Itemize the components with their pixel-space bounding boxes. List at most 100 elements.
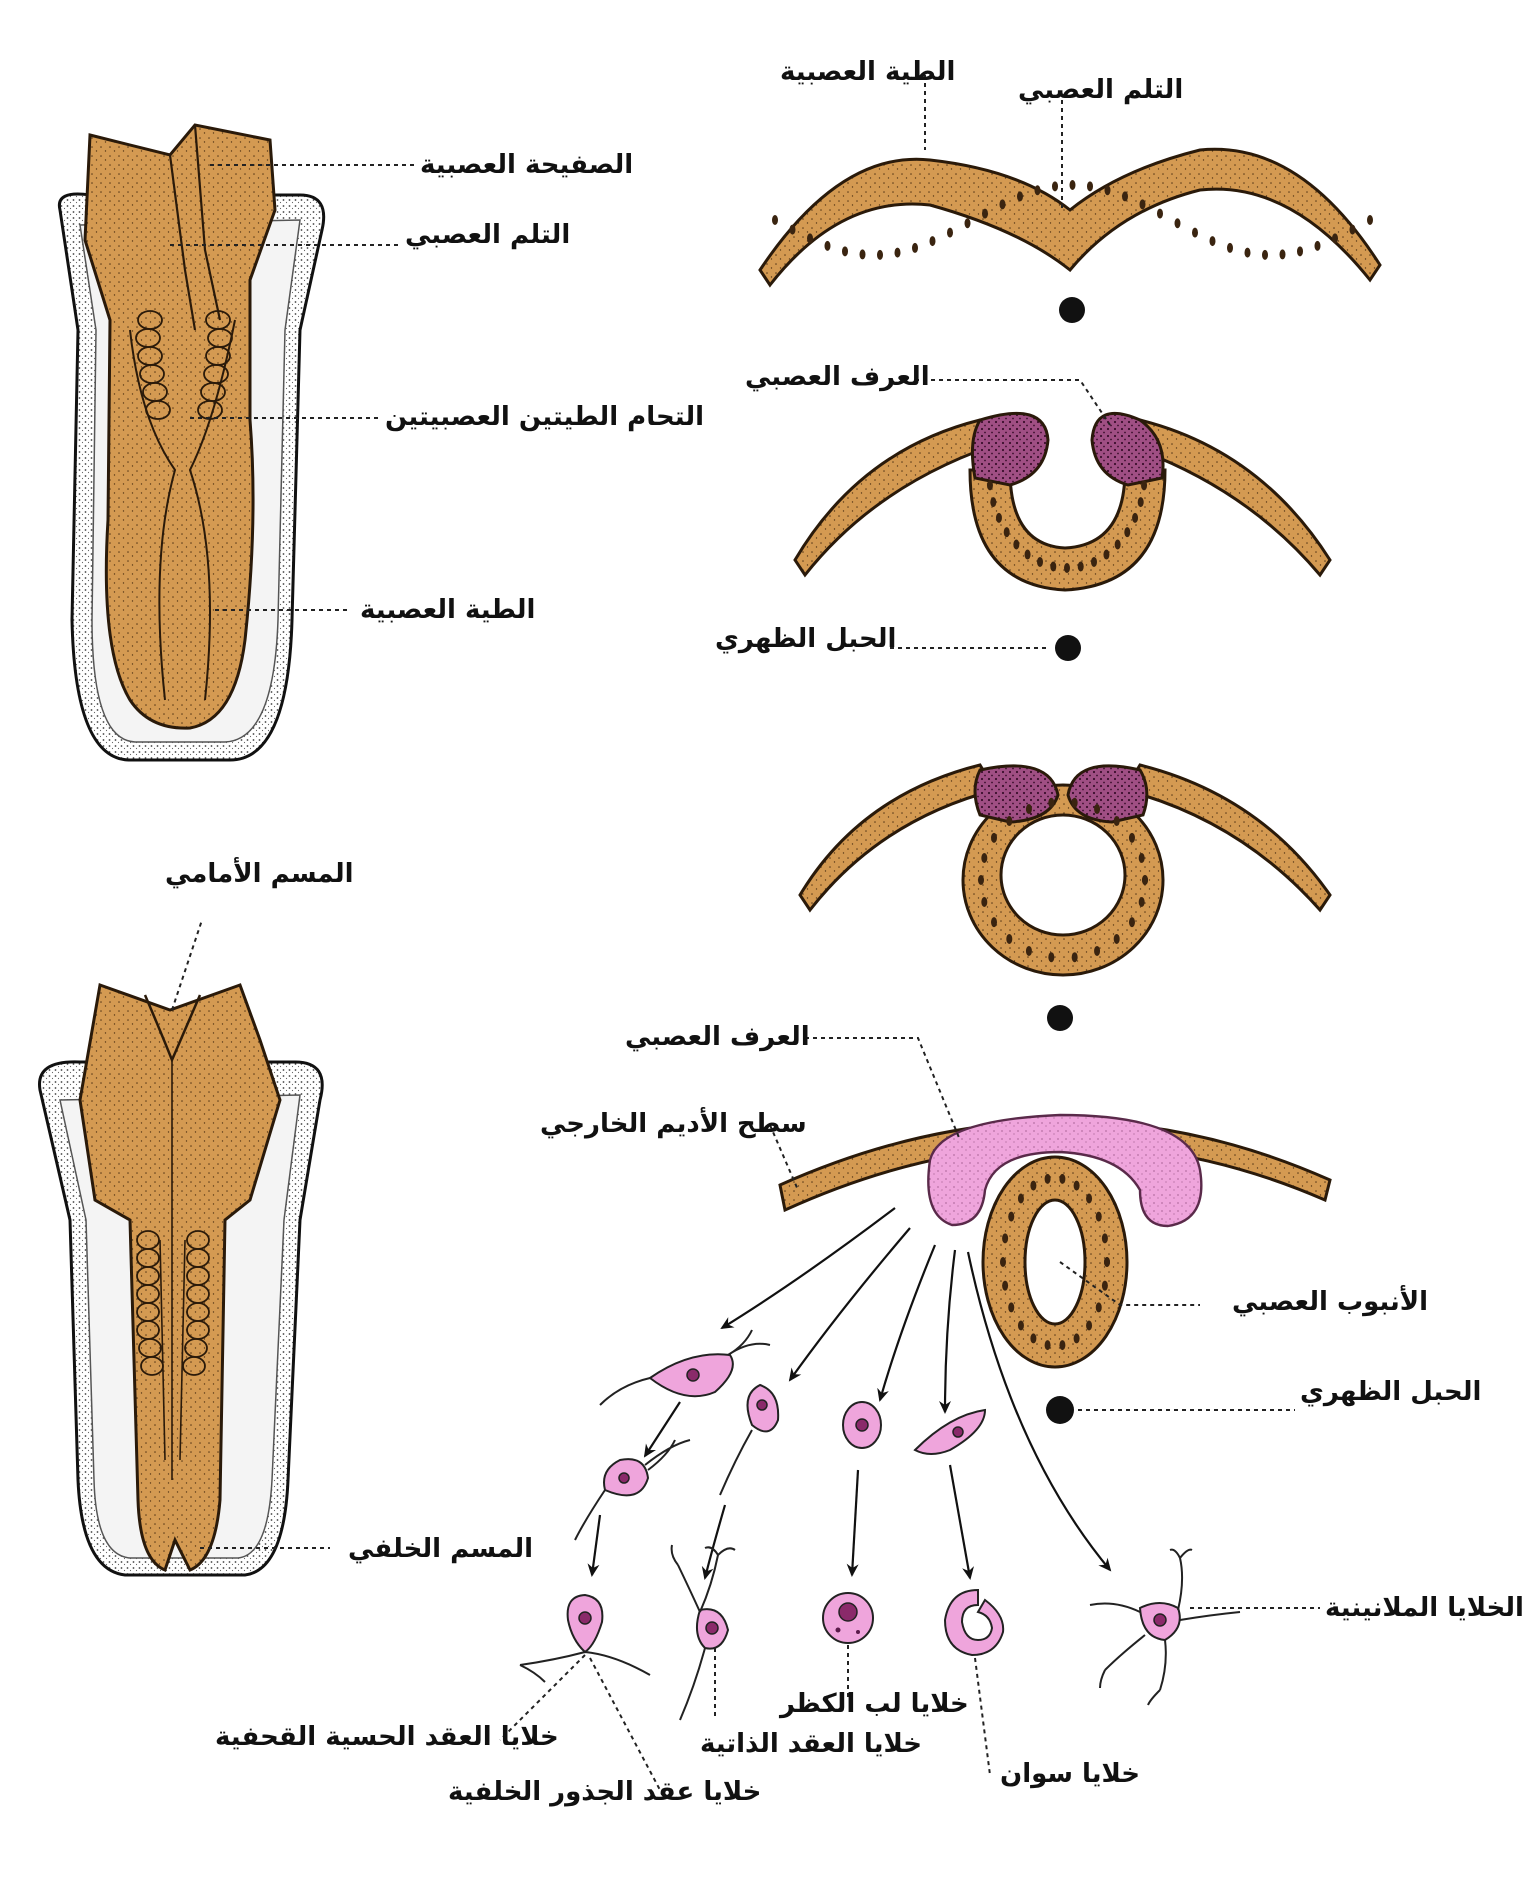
cell-nucleus: [1008, 1211, 1015, 1222]
cell-nucleus: [995, 512, 1002, 523]
cell-nucleus: [1094, 804, 1101, 815]
cell-nucleus: [842, 246, 848, 257]
cell-nucleus: [824, 240, 831, 251]
label-neural-groove-top: التلم العصبي: [1018, 75, 1183, 105]
label-notochord-2: الحبل الظهري: [1300, 1377, 1481, 1407]
cell-nucleus: [1003, 527, 1010, 538]
neural-crest-left-stage2: [970, 411, 1050, 487]
embryo-body-1: [83, 123, 277, 730]
notochord-dot-4: [1046, 1396, 1074, 1424]
cell-nucleus: [1025, 804, 1032, 815]
cell-nucleus: [912, 242, 918, 253]
cell-nucleus: [1077, 561, 1084, 572]
cell-nucleus: [1139, 199, 1146, 210]
cell-nucleus: [1059, 1173, 1066, 1184]
neural-tube-midline: [159, 1060, 186, 1480]
migration-arrows: [587, 1207, 1112, 1580]
cell-nucleus: [1087, 181, 1093, 192]
cell-nucleus: [1297, 246, 1303, 257]
cell-nucleus: [1002, 1233, 1009, 1244]
cell-nucleus: [1002, 1280, 1009, 1291]
cell-nucleus: [1132, 512, 1139, 523]
cell-nucleus: [1048, 797, 1055, 808]
closing-tube-lumen: [999, 813, 1127, 937]
cell-nucleus: [1008, 1302, 1015, 1313]
cell-nucleus: [1017, 1320, 1024, 1331]
cell-nucleus: [1086, 1320, 1093, 1331]
cell-nucleus: [1094, 945, 1101, 956]
migrating-cell-c: [719, 1383, 780, 1496]
cell-nucleus: [964, 218, 971, 229]
section-closing-tube: [798, 763, 1332, 1031]
cell-nucleus: [1073, 1180, 1080, 1191]
cell-nucleus: [991, 917, 998, 928]
migrating-cell-e: [913, 1408, 987, 1455]
cell-nucleus: [1314, 240, 1321, 251]
label-neural-crest-1: العرف العصبي: [745, 362, 930, 392]
migrating-cell-a: [599, 1329, 771, 1406]
cell-nucleus: [1071, 952, 1078, 963]
cell-nucleus: [1157, 208, 1163, 219]
cell-nucleus: [1104, 185, 1111, 196]
label-fusion-of-folds: التحام الطيتين العصبيتين: [385, 402, 704, 432]
cell-nucleus: [1050, 561, 1057, 572]
section-neural-folds: [793, 411, 1332, 661]
cell-nucleus: [1128, 917, 1135, 928]
cell-nucleus: [1086, 1193, 1093, 1204]
cell-nucleus: [1142, 875, 1148, 885]
label-surface-ectoderm: سطح الأديم الخارجي: [540, 1107, 807, 1139]
cell-nucleus: [1025, 945, 1032, 956]
embryo-late-dorsal-view: [38, 982, 324, 1577]
somites-left-2: [136, 1230, 164, 1376]
cell-nucleus: [1013, 539, 1020, 550]
cell-nucleus: [877, 249, 883, 260]
cell-nucleus: [1262, 249, 1268, 260]
cell-nucleus: [1349, 224, 1356, 235]
cell-nucleus: [986, 480, 993, 491]
label-adrenal-medulla: خلايا لب الكظر: [778, 1689, 969, 1719]
cell-nucleus: [1244, 247, 1251, 258]
label-neural-groove-left: التلم العصبي: [405, 220, 570, 250]
cell-nucleus: [1073, 1333, 1080, 1344]
labels: الصفيحة العصبية التلم العصبي التحام الطي…: [165, 57, 1524, 1807]
section-neural-groove: [758, 147, 1382, 323]
cell-nucleus: [1095, 1302, 1102, 1313]
section-neural-tube: [778, 1113, 1332, 1424]
cell-nucleus: [1044, 1340, 1051, 1351]
cell-nucleus: [981, 896, 988, 907]
cell-nucleus: [991, 832, 998, 843]
neural-plate-ridge: [168, 124, 222, 331]
cell-nucleus: [990, 497, 997, 508]
cell-nucleus: [1017, 191, 1023, 202]
neural-tube-lumen: [1023, 1198, 1087, 1326]
somites-right-1: [197, 310, 233, 420]
cell-nucleus: [1124, 527, 1131, 538]
label-dorsal-root-ganglia: خلايا عقد الجذور الخلفية: [448, 1777, 761, 1807]
cell-nucleus: [1122, 191, 1128, 202]
autonomic-ganglion-cell: [670, 1544, 736, 1721]
cell-nucleus: [1048, 952, 1055, 963]
cell-nucleus: [947, 227, 953, 238]
label-notochord-1: الحبل الظهري: [715, 624, 896, 654]
cell-nucleus: [1037, 556, 1044, 567]
label-autonomic-ganglia: خلايا العقد الذاتية: [700, 1729, 922, 1759]
cell-nucleus: [999, 199, 1006, 210]
cell-nucleus: [1030, 1180, 1037, 1191]
crest-derivative-cells: [519, 1329, 1241, 1721]
label-schwann-cells: خلايا سوان: [1000, 1759, 1140, 1789]
label-neural-fold-left: الطية العصبية: [360, 595, 535, 625]
cell-nucleus: [1000, 1257, 1006, 1267]
cell-nucleus: [1101, 1280, 1108, 1291]
adrenal-medulla-cell: [822, 1592, 874, 1644]
cell-nucleus: [894, 247, 901, 258]
cell-nucleus: [859, 249, 866, 260]
cell-nucleus: [1367, 215, 1373, 225]
cell-nucleus: [1024, 549, 1031, 560]
epithelial-cells-stage3: [978, 797, 1148, 963]
notochord-dot-1: [1059, 297, 1085, 323]
embryo-body-2: [78, 982, 282, 1572]
cell-nucleus: [1090, 556, 1097, 567]
cell-nucleus: [807, 233, 813, 244]
somites-left-1: [135, 310, 171, 420]
cell-nucleus: [1101, 1233, 1108, 1244]
